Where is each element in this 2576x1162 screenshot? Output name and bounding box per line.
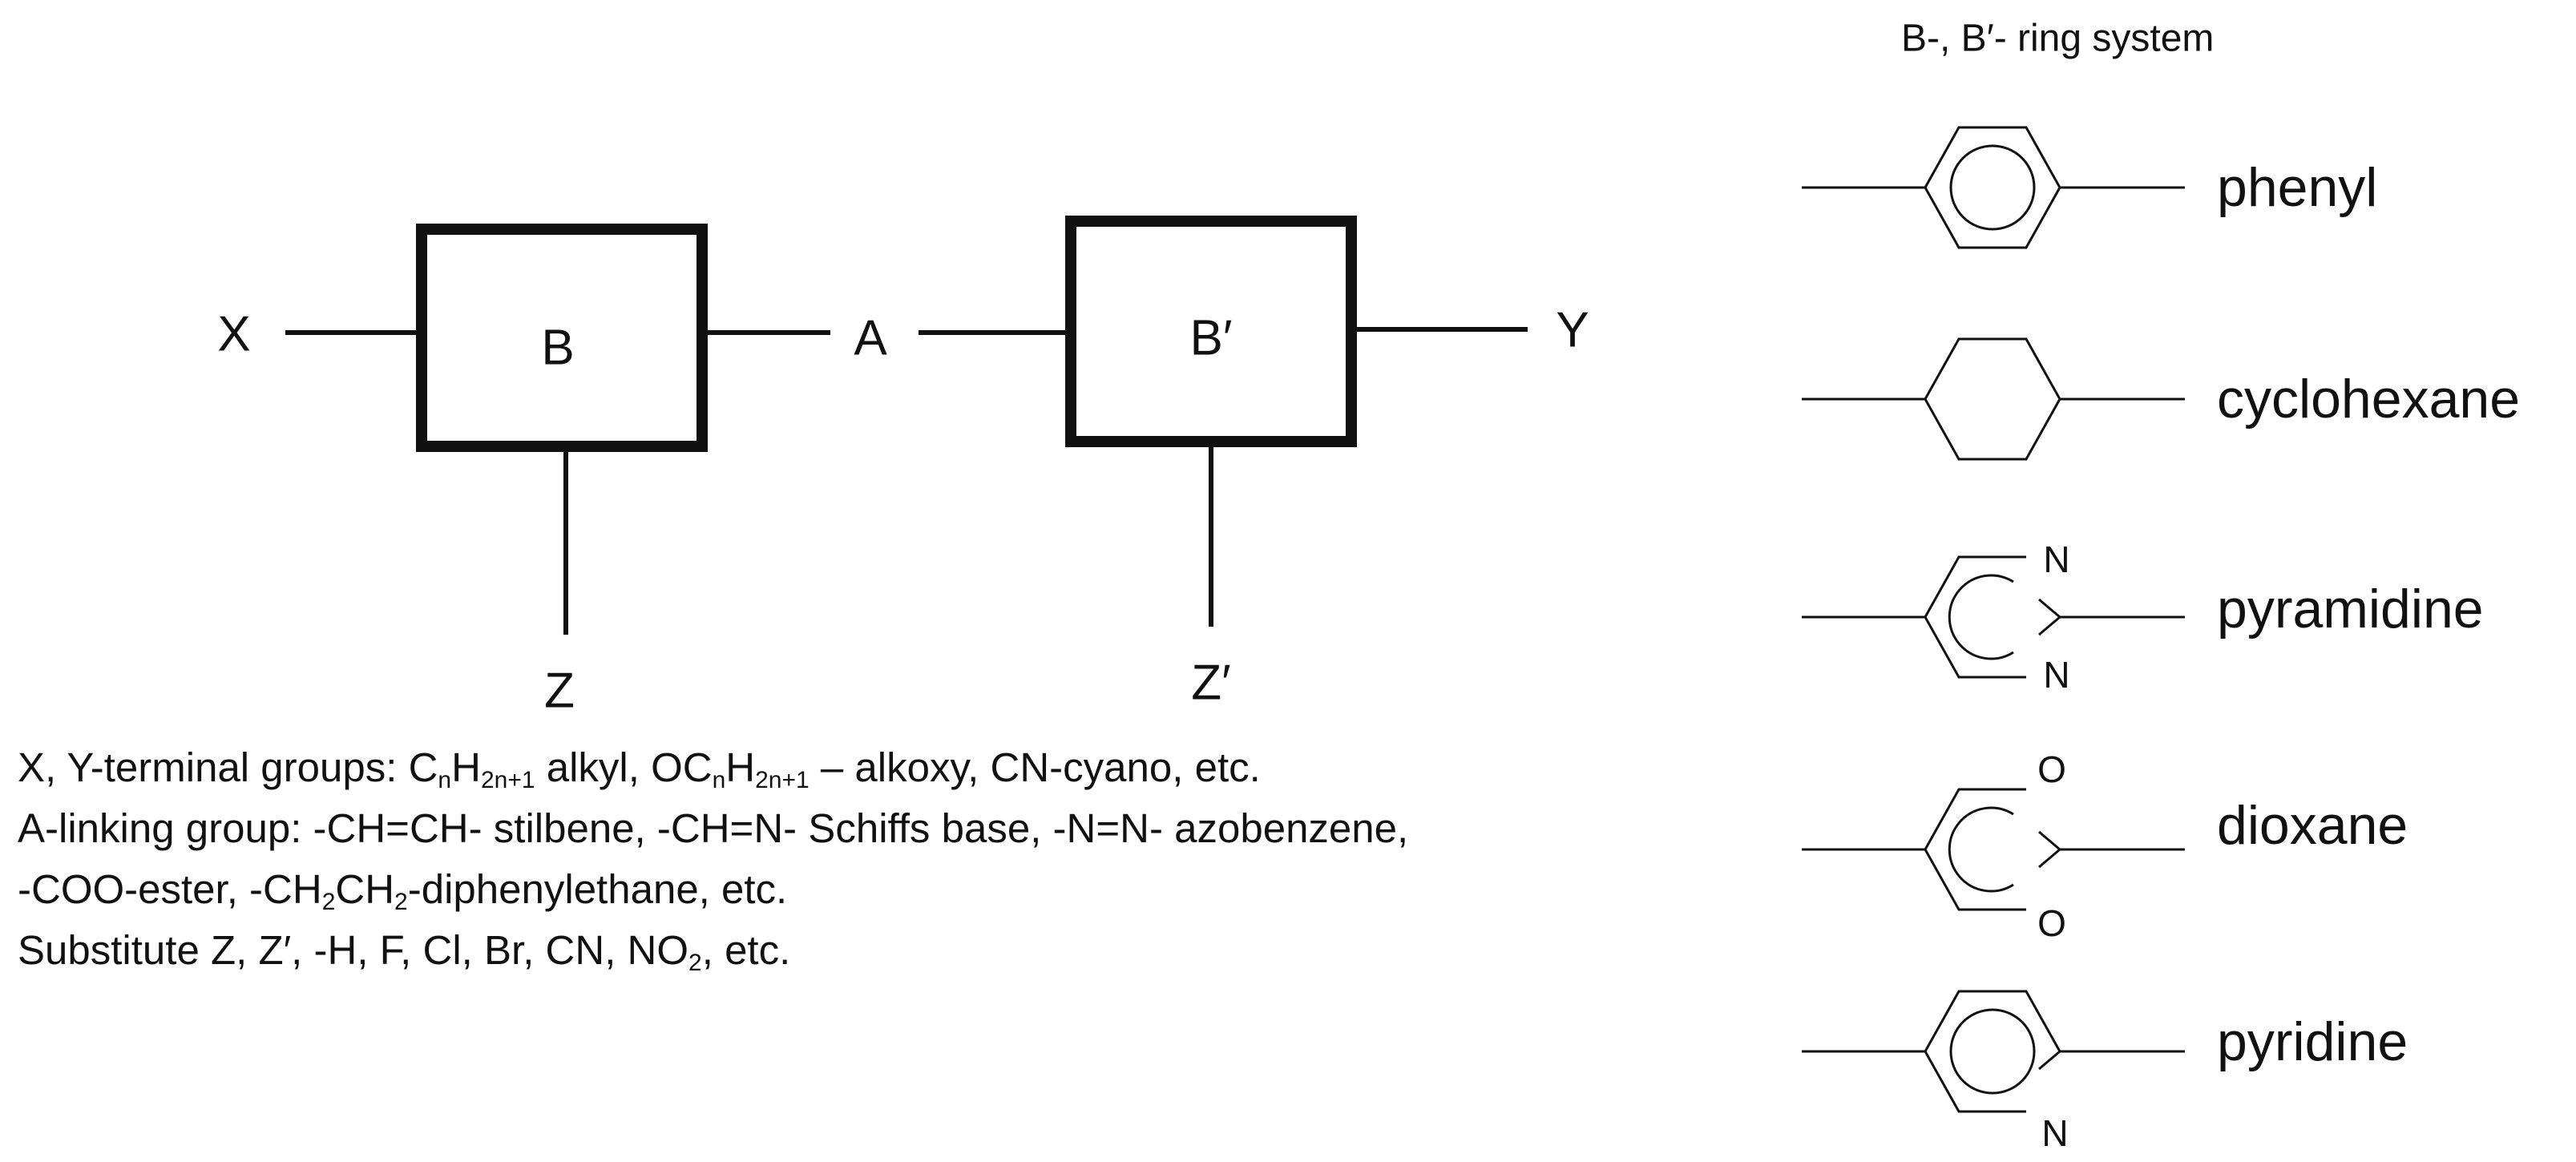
aromatic-circle <box>1949 144 2036 231</box>
note-terminal-groups: X, Y-terminal groups: CnH2n+1 alkyl, OCn… <box>18 744 1261 793</box>
atom-bottom: O <box>2037 902 2066 944</box>
core-labels: X B A B′ Y Z Z′ <box>217 303 1589 719</box>
ring-box-b <box>416 224 708 452</box>
ring-cyclohexane: cyclohexane <box>1802 337 2520 461</box>
legend-notes: X, Y-terminal groups: CnH2n+1 alkyl, OCn… <box>18 737 1701 981</box>
note-linking-group: A-linking group: -CH=CH- stilbene, -CH=N… <box>18 805 1409 851</box>
atom-bottom: N <box>2041 1112 2068 1154</box>
hexagon-open <box>1924 555 2026 679</box>
hexagon-open <box>1924 788 2026 911</box>
note-linking-group-cont: -COO-ester, -CH2CH2-diphenylethane, etc. <box>18 866 788 915</box>
atom-top: O <box>2037 748 2066 790</box>
label-a: A <box>854 311 887 366</box>
label-z: Z <box>544 664 575 719</box>
ring-pyridine: N pyridine <box>1802 990 2408 1154</box>
ring-name-cyclohexane: cyclohexane <box>2217 369 2520 430</box>
ring-system-title: B-, B′- ring system <box>1901 18 2214 60</box>
atom-top: N <box>2043 539 2069 580</box>
aromatic-arc <box>1948 806 2014 893</box>
aromatic-arc <box>1948 574 2014 660</box>
core-molecule <box>285 216 1528 635</box>
ring-vertex <box>2038 830 2062 869</box>
ring-name-phenyl: phenyl <box>2217 157 2377 218</box>
aromatic-circle <box>1949 1008 2036 1095</box>
ring-pyramidine: N N pyramidine <box>1802 539 2484 696</box>
hexagon <box>1924 337 2061 461</box>
ring-name-pyramidine: pyramidine <box>2217 579 2484 640</box>
ring-name-pyridine: pyridine <box>2217 1011 2408 1072</box>
label-z-prime: Z′ <box>1191 656 1231 711</box>
label-x: X <box>217 307 250 362</box>
ring-vertex <box>2038 598 2062 636</box>
ring-dioxane: O O dioxane <box>1802 748 2408 944</box>
atom-bottom: N <box>2043 654 2069 696</box>
label-b-prime: B′ <box>1190 311 1233 366</box>
ring-phenyl: phenyl <box>1802 126 2377 249</box>
label-y: Y <box>1556 303 1589 358</box>
label-b: B <box>541 321 574 376</box>
ring-name-dioxane: dioxane <box>2217 795 2408 856</box>
note-substituents: Substitute Z, Z′, -H, F, Cl, Br, CN, NO2… <box>18 927 791 976</box>
